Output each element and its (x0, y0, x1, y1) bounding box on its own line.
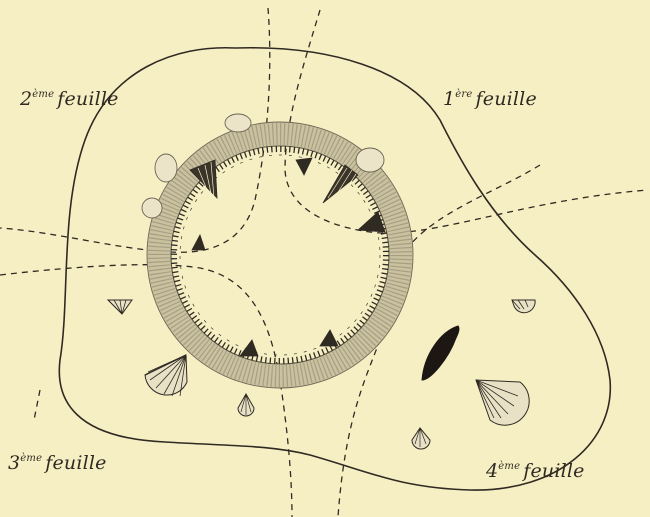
bundle-small-right-top (512, 300, 535, 313)
resin-canal (422, 326, 459, 380)
bundle-small-right-bottom (412, 428, 430, 449)
bundle-small-left (108, 300, 132, 314)
bundle-small-center (238, 394, 254, 416)
label-leaf-4-word: feuille (523, 460, 584, 482)
internal-bundles (190, 158, 385, 356)
outer-outline (59, 48, 610, 490)
label-leaf-3-number: 3 (8, 452, 20, 474)
label-leaf-3-word: feuille (45, 452, 106, 474)
label-leaf-2-word: feuille (57, 88, 118, 110)
label-leaf-1-word: feuille (476, 88, 537, 110)
label-leaf-4-number: 4 (486, 460, 498, 482)
label-leaf-4-ordinal: ème (498, 461, 520, 472)
label-leaf-2-ordinal: ème (32, 89, 54, 100)
leaf-boundary-lines (0, 8, 648, 517)
label-leaf-3-ordinal: ème (20, 453, 42, 464)
label-leaf-1-number: 1 (443, 88, 455, 110)
label-leaf-2-number: 2 (20, 88, 32, 110)
bundle-large-left (145, 355, 187, 396)
bundle-large-right (476, 380, 529, 425)
label-leaf-1-ordinal: ère (455, 89, 472, 100)
label-leaf-1: 1ère feuille (443, 88, 537, 110)
